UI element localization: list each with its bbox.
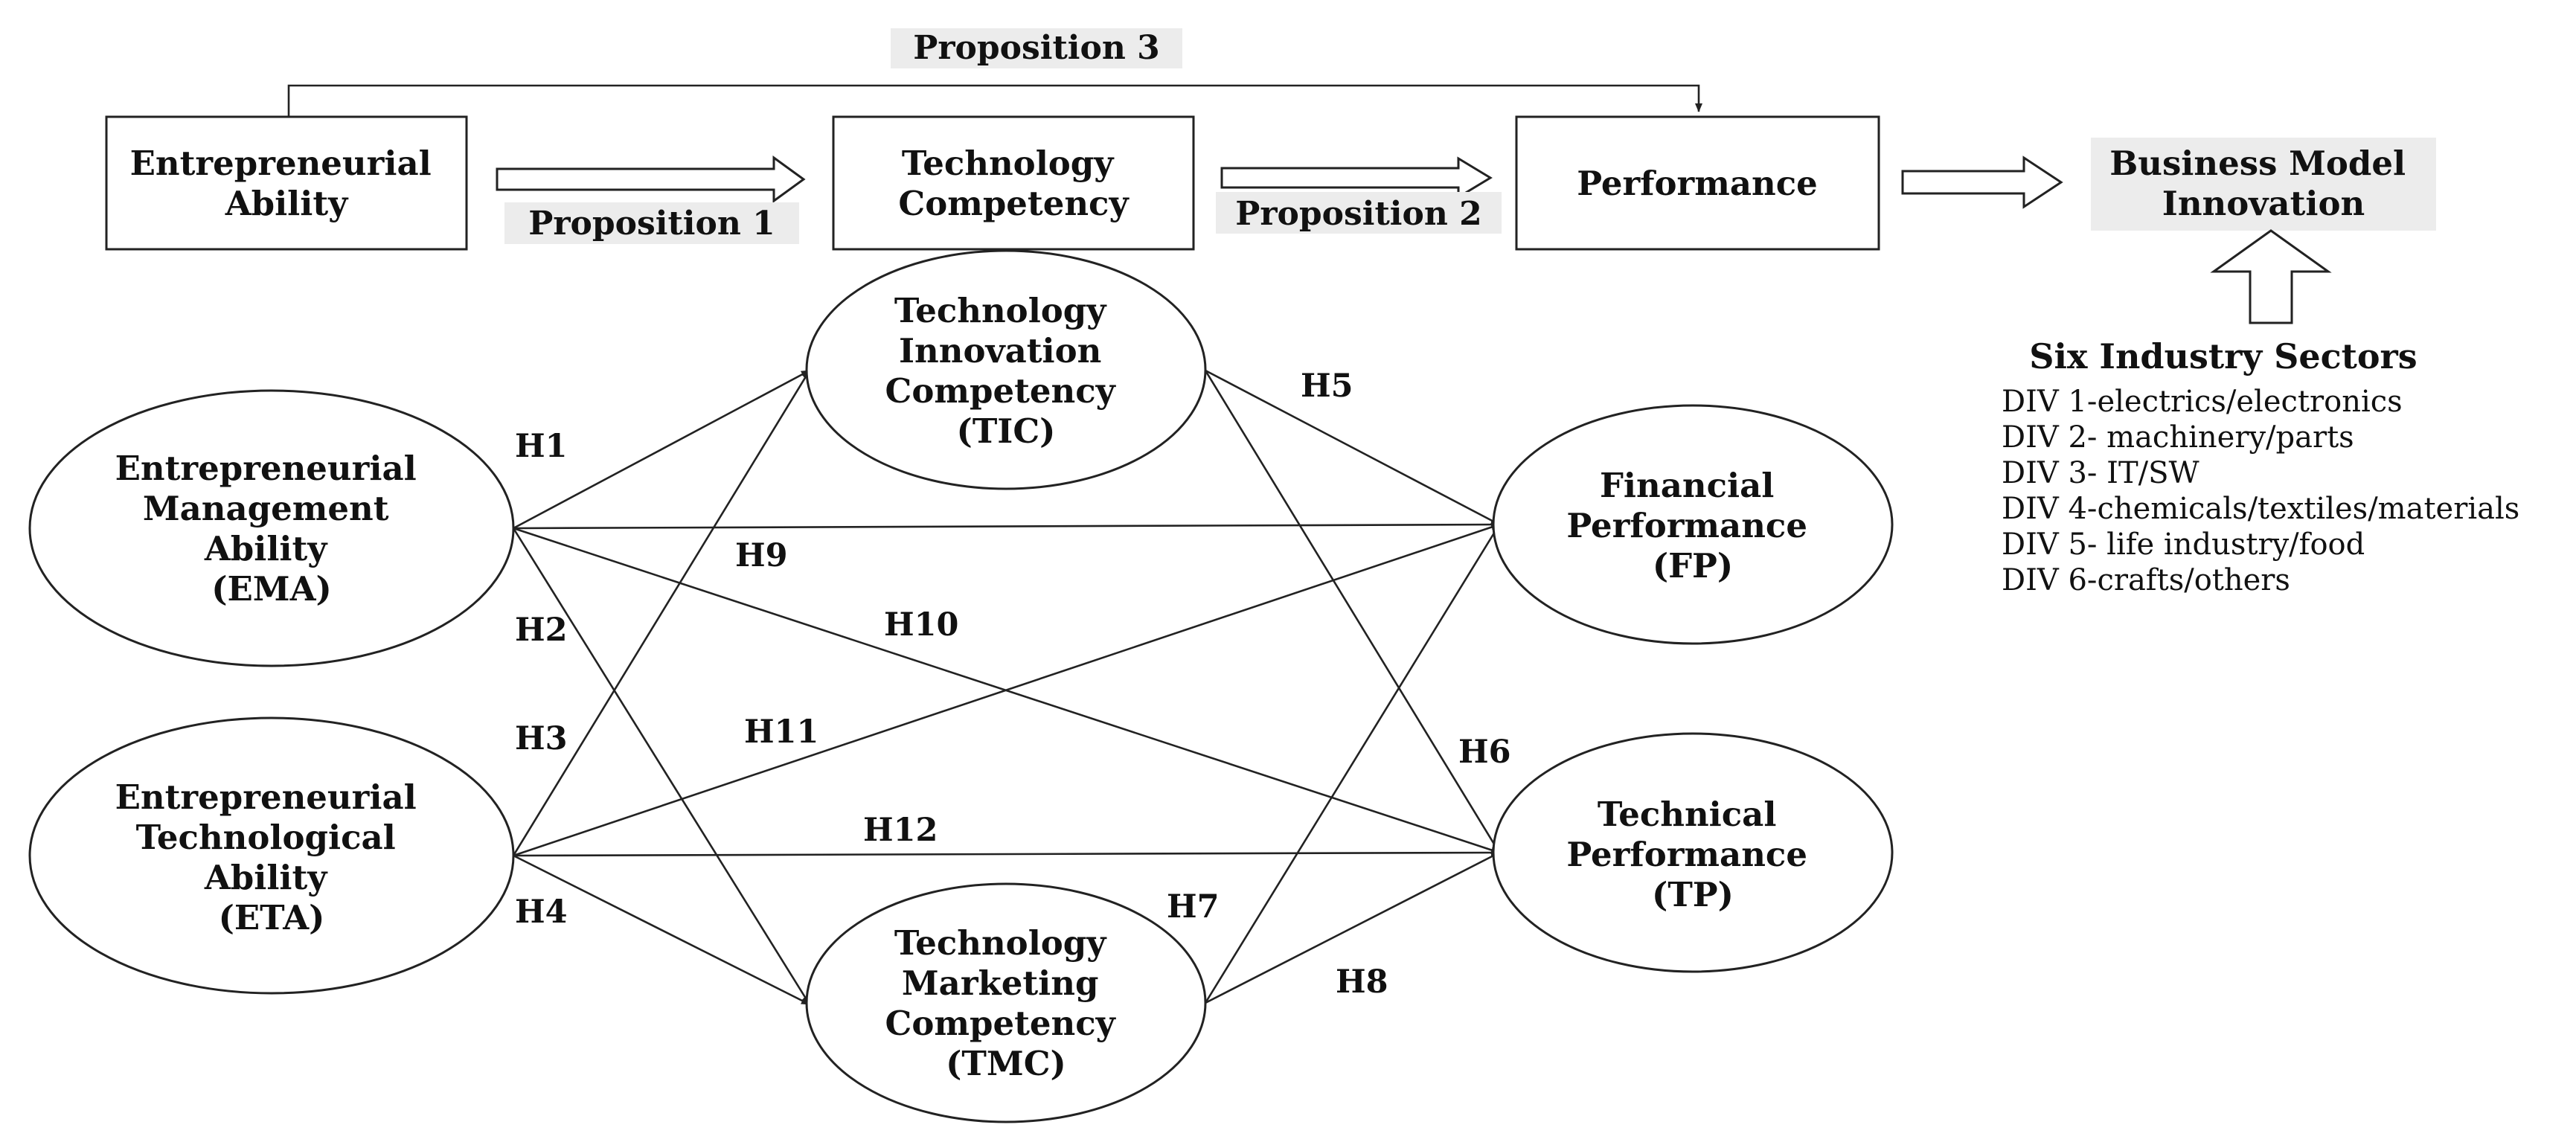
sectors-title: Six Industry Sectors: [2029, 336, 2417, 376]
edge-h9: [513, 521, 1500, 530]
sectors-up-arrow: [2210, 229, 2332, 324]
technology-competency-label: Technology Competency: [898, 144, 1130, 223]
sector-item: DIV 1-electrics/electronics: [2002, 385, 2403, 419]
hypothesis-label-h5: H5: [1301, 368, 1353, 405]
proposition2-label-bg: [1216, 192, 1502, 234]
edge-h4: [513, 854, 810, 1006]
proposition1-label: Proposition 1: [528, 205, 775, 243]
hypothesis-label-h4: H4: [515, 894, 568, 931]
eta-label: Entrepreneurial Technological Ability (E…: [115, 777, 429, 937]
hypothesis-label-h12: H12: [863, 812, 938, 849]
ema-label: Entrepreneurial Management Ability (EMA): [115, 449, 429, 609]
sector-item: DIV 4-chemicals/textiles/materials: [2002, 492, 2519, 526]
proposition1-arrow: [496, 155, 806, 203]
sector-item: DIV 3- IT/SW: [2002, 456, 2199, 490]
business-model-innovation-bg: [2091, 138, 2436, 231]
performance-label: Performance: [1577, 164, 1818, 203]
proposition1-label-bg: [504, 202, 799, 244]
business-model-innovation-label: Business Model Innovation: [2109, 144, 2418, 223]
proposition2-label: Proposition 2: [1235, 195, 1482, 233]
fp-label: Financial Performance (FP): [1566, 466, 1819, 586]
technology-competency-box: [832, 115, 1195, 251]
tic-node: [805, 249, 1207, 490]
ema-node: [28, 389, 515, 667]
sector-item: DIV 2- machinery/parts: [2002, 420, 2354, 455]
hypothesis-label-h10: H10: [884, 606, 958, 644]
edge-h5: [1205, 369, 1500, 526]
edge-h8: [1205, 851, 1500, 1004]
hypothesis-label-h7: H7: [1167, 888, 1220, 926]
hypothesis-label-h6: H6: [1458, 734, 1511, 771]
edge-h12: [513, 849, 1500, 857]
tmc-label: Technology Marketing Competency (TMC): [885, 923, 1127, 1083]
proposition3-label: Proposition 3: [913, 29, 1160, 67]
tic-label: Technology Innovation Competency (TIC): [885, 291, 1127, 451]
tmc-node: [805, 882, 1207, 1123]
eta-node: [28, 716, 515, 995]
hypothesis-label-h1: H1: [515, 428, 568, 465]
proposition3-connector: [287, 84, 1702, 117]
tp-node: [1492, 732, 1894, 973]
edge-h1: [513, 369, 810, 530]
performance-to-bmi-arrow: [1901, 155, 2063, 209]
performance-box: [1515, 115, 1880, 251]
edge-h6: [1204, 370, 1501, 853]
fp-node: [1492, 404, 1894, 645]
sector-item: DIV 6-crafts/others: [2002, 563, 2290, 597]
entrepreneurial-ability-box: [105, 115, 468, 251]
edge-h11: [513, 523, 1500, 857]
edge-h3: [512, 370, 811, 856]
proposition2-arrow: [1220, 156, 1493, 199]
proposition3-label-bg: [891, 28, 1182, 68]
tp-label: Technical Performance (TP): [1566, 795, 1819, 914]
entrepreneurial-ability-label: Entrepreneurial Ability: [130, 144, 443, 223]
edge-h7: [1204, 524, 1501, 1004]
hypothesis-label-h8: H8: [1336, 963, 1388, 1001]
hypothesis-label-h9: H9: [735, 537, 788, 574]
sector-item: DIV 5- life industry/food: [2002, 527, 2365, 562]
edge-h2: [512, 527, 811, 1005]
hypothesis-label-h11: H11: [744, 713, 818, 751]
hypothesis-label-h2: H2: [515, 612, 568, 649]
hypothesis-label-h3: H3: [515, 720, 568, 757]
